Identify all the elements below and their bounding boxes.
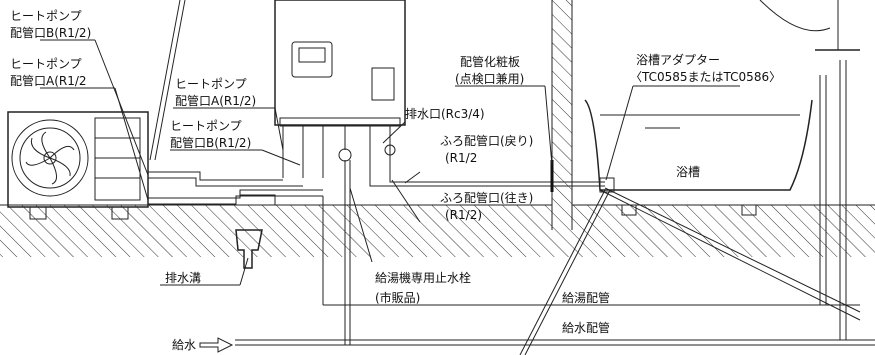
label-hp-b-top-2: 配管口B(R1/2) xyxy=(10,25,91,40)
label-cover-2: (点検口兼用) xyxy=(455,72,524,86)
label-hp-a-mid-1: ヒートポンプ xyxy=(175,77,247,91)
label-water-pipe: 給水配管 xyxy=(562,320,610,335)
label-bath-return-1: ふろ配管口(戻り) xyxy=(440,133,533,148)
label-adapter-2: 〈TC0585またはTC0586〉 xyxy=(630,70,781,84)
label-stop-valve-2: (市販品) xyxy=(375,290,420,305)
faucet xyxy=(759,0,860,340)
label-drain-port: 排水口(Rc3/4) xyxy=(405,107,485,121)
label-hp-b-mid-2: 配管口B(R1/2) xyxy=(170,135,251,150)
labels: ヒートポンプ 配管口B(R1/2) ヒートポンプ 配管口A(R1/2 ヒートポン… xyxy=(10,9,781,352)
top-hoses xyxy=(149,0,186,161)
label-adapter-1: 浴槽アダプター xyxy=(636,52,720,67)
water-heater-unit xyxy=(274,0,406,178)
bathtub xyxy=(584,99,813,216)
label-hp-a-left-2: 配管口A(R1/2 xyxy=(10,73,87,88)
label-hp-b-mid-1: ヒートポンプ xyxy=(170,119,242,133)
label-bath-return-2: (R1/2 xyxy=(445,151,477,165)
label-cover-1: 配管化粧板 xyxy=(460,54,520,69)
label-hp-b-top-1: ヒートポンプ xyxy=(10,9,82,23)
leader-lines xyxy=(40,39,740,286)
label-water-supply-in: 給水 xyxy=(172,338,196,352)
label-bathtub: 浴槽 xyxy=(676,165,700,179)
label-hp-a-mid-2: 配管口A(R1/2) xyxy=(175,93,256,108)
heat-pump-unit xyxy=(7,111,149,220)
water-supply-arrow-icon xyxy=(199,337,234,353)
ground xyxy=(0,204,875,257)
wall xyxy=(551,0,573,230)
label-hot-water-pipe: 給湯配管 xyxy=(562,290,610,305)
pipes xyxy=(148,160,875,355)
label-stop-valve-1: 給湯機専用止水栓 xyxy=(375,270,471,285)
label-hp-a-left-1: ヒートポンプ xyxy=(10,57,82,71)
label-drain-ditch: 排水溝 xyxy=(165,271,201,285)
label-bath-supply-1: ふろ配管口(往き) xyxy=(440,190,533,205)
drain-funnel xyxy=(235,194,276,269)
label-bath-supply-2: (R1/2) xyxy=(445,208,482,222)
